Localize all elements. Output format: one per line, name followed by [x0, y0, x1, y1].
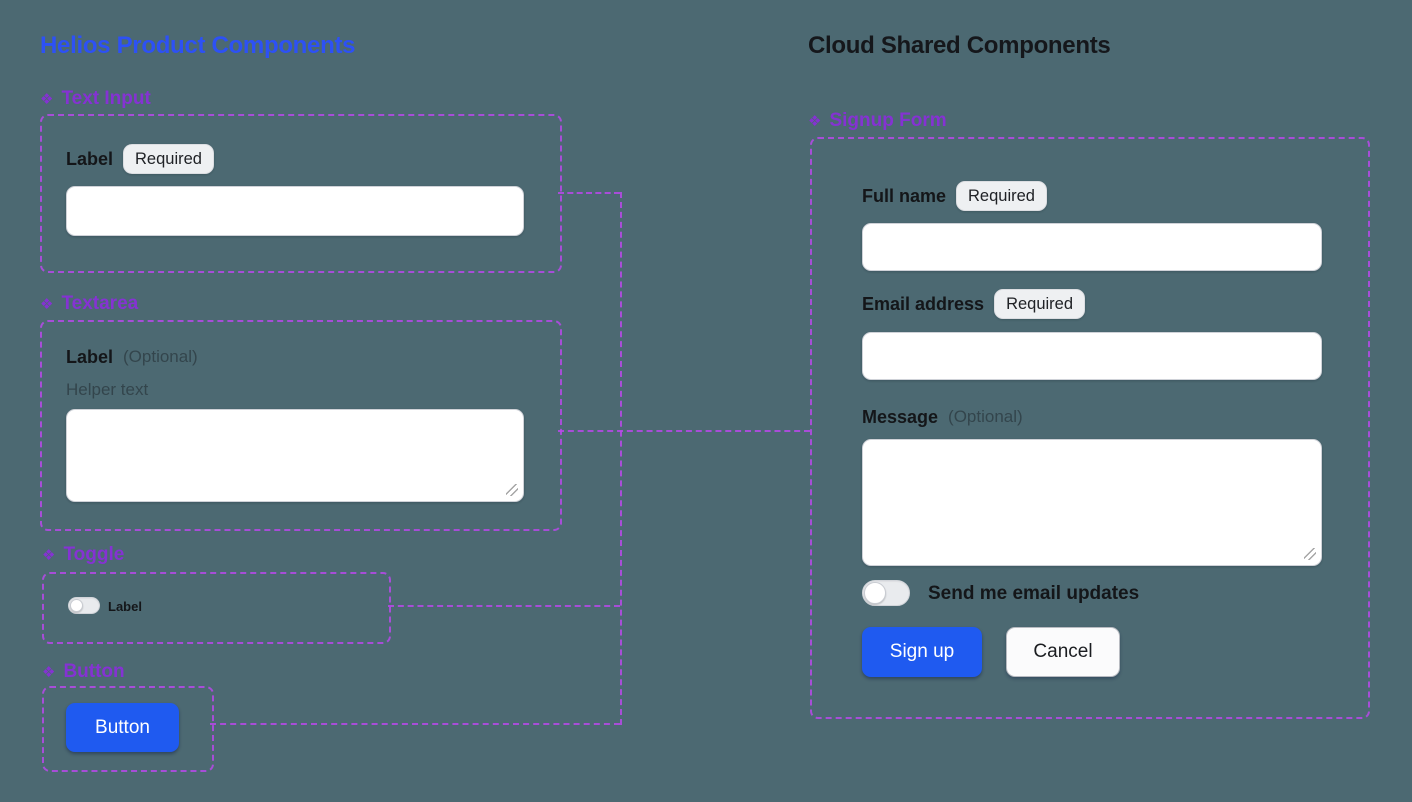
textarea-label: Label — [66, 346, 114, 367]
component-icon: ❖ — [40, 90, 54, 108]
message-optional-text: (Optional) — [948, 407, 1023, 426]
textarea-frame — [40, 320, 562, 531]
connector-bus — [620, 192, 622, 725]
resize-grip-icon[interactable] — [506, 484, 518, 496]
text-input-label: Label — [66, 148, 114, 169]
helios-title: Helios Product Components — [40, 32, 356, 59]
toggle-heading: ❖ Toggle — [42, 544, 124, 566]
connector-text-input — [558, 192, 620, 194]
email-required-badge: Required — [994, 289, 1086, 319]
email-updates-label: Send me email updates — [928, 583, 1140, 604]
text-input-required-badge: Required — [123, 144, 214, 174]
toggle-label: Label — [108, 599, 142, 614]
textarea-optional-text: (Optional) — [123, 347, 198, 366]
full-name-label-row: Full name Required — [862, 181, 1047, 211]
text-input-heading-label: Text Input — [61, 88, 151, 109]
sign-up-button[interactable]: Sign up — [862, 627, 982, 677]
full-name-required-badge: Required — [956, 181, 1047, 211]
email-label-row: Email address Required — [862, 289, 1086, 319]
text-input-label-row: Label Required — [66, 144, 214, 174]
message-label-row: Message (Optional) — [862, 402, 1023, 432]
connector-toggle — [388, 605, 620, 607]
email-updates-toggle[interactable] — [862, 580, 910, 606]
full-name-label: Full name — [862, 185, 947, 206]
toggle-switch[interactable] — [68, 597, 100, 614]
component-icon: ❖ — [42, 546, 56, 564]
connector-button — [210, 723, 620, 725]
text-input-heading: ❖ Text Input — [40, 88, 151, 110]
button-frame — [42, 686, 214, 772]
sample-button[interactable]: Button — [66, 703, 179, 752]
textarea-heading: ❖ Textarea — [40, 293, 138, 315]
toggle-heading-label: Toggle — [63, 544, 125, 565]
cloud-title: Cloud Shared Components — [808, 32, 1111, 59]
component-icon: ❖ — [808, 112, 822, 130]
textarea-label-row: Label (Optional) — [66, 342, 198, 372]
message-textarea[interactable] — [862, 439, 1322, 566]
toggle-frame — [42, 572, 391, 644]
resize-grip-icon[interactable] — [1304, 548, 1316, 560]
toggle-knob — [70, 599, 83, 612]
signup-form-frame — [810, 137, 1370, 719]
message-label: Message — [862, 406, 939, 427]
full-name-input[interactable] — [862, 223, 1322, 271]
textarea-helper-text: Helper text — [66, 380, 149, 399]
toggle-knob — [864, 582, 886, 604]
button-heading-label: Button — [63, 661, 125, 682]
connector-textarea-to-form — [558, 430, 810, 432]
email-label: Email address — [862, 293, 985, 314]
component-icon: ❖ — [40, 295, 54, 313]
textarea-field[interactable] — [66, 409, 524, 502]
signup-form-heading-label: Signup Form — [829, 110, 947, 131]
cancel-button[interactable]: Cancel — [1006, 627, 1120, 677]
text-input-field[interactable] — [66, 186, 524, 236]
component-icon: ❖ — [42, 663, 56, 681]
email-input[interactable] — [862, 332, 1322, 380]
button-heading: ❖ Button — [42, 661, 125, 683]
textarea-heading-label: Textarea — [61, 293, 139, 314]
signup-form-heading: ❖ Signup Form — [808, 110, 947, 132]
